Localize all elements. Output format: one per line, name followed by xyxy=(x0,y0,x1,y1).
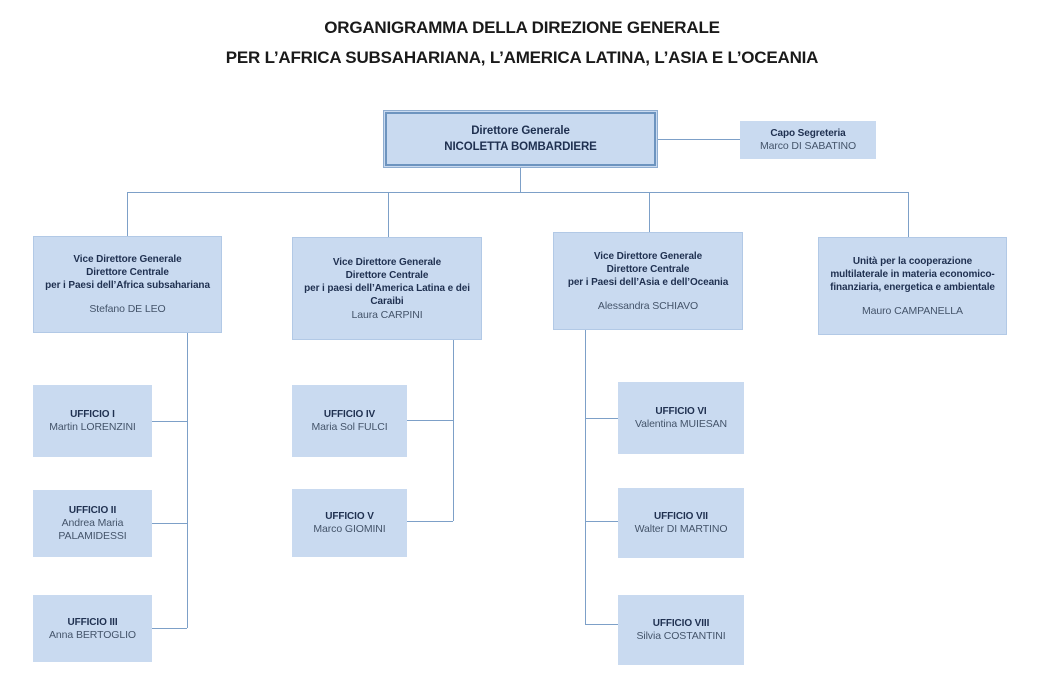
ufficio-label: UFFICIO VI xyxy=(655,406,707,417)
connector-capo-segreteria xyxy=(656,139,740,140)
person-name: Alessandra SCHIAVO xyxy=(597,299,699,312)
person-name: Anna BERTOGLIO xyxy=(49,628,136,641)
node-ufficio-4: UFFICIO IV Maria Sol FULCI xyxy=(292,385,407,457)
connector-rail xyxy=(127,192,908,193)
node-ufficio-3: UFFICIO III Anna BERTOGLIO xyxy=(33,595,152,662)
node-direttore-generale: Direttore Generale NICOLETTA BOMBARDIERE xyxy=(385,112,656,166)
connector-ufficio-6 xyxy=(585,418,618,419)
connector-ufficio-5 xyxy=(407,521,453,522)
person-name: NICOLETTA BOMBARDIERE xyxy=(444,141,597,153)
ufficio-label: UFFICIO VIII xyxy=(652,618,710,629)
ufficio-label: UFFICIO II xyxy=(68,505,117,516)
node-vice-africa: Vice Direttore Generale Direttore Centra… xyxy=(33,236,222,333)
person-name: Laura CARPINI xyxy=(351,308,423,321)
connector-drop-vice-3 xyxy=(649,192,650,232)
person-name: Walter DI MARTINO xyxy=(634,523,728,535)
person-name: Mauro CAMPANELLA xyxy=(862,304,963,317)
connector-col3-vertical xyxy=(585,330,586,624)
node-ufficio-6: UFFICIO VI Valentina MUIESAN xyxy=(618,382,744,454)
person-name: Silvia COSTANTINI xyxy=(636,630,726,642)
node-vice-asia-oceania: Vice Direttore Generale Direttore Centra… xyxy=(553,232,743,330)
node-ufficio-8: UFFICIO VIII Silvia COSTANTINI xyxy=(618,595,744,665)
ufficio-label: UFFICIO I xyxy=(70,409,115,420)
person-name: Andrea Maria PALAMIDESSI xyxy=(58,517,127,542)
connector-drop-vice-1 xyxy=(127,192,128,236)
connector-ufficio-7 xyxy=(585,521,618,522)
node-vice-america-latina: Vice Direttore Generale Direttore Centra… xyxy=(292,237,482,340)
person-name: Martin LORENZINI xyxy=(49,421,136,433)
connector-ufficio-8 xyxy=(585,624,618,625)
title-line-1: ORGANIGRAMMA DELLA DIREZIONE GENERALE xyxy=(324,18,720,37)
node-ufficio-5: UFFICIO V Marco GIOMINI xyxy=(292,489,407,557)
title-line-2: PER L’AFRICA SUBSAHARIANA, L’AMERICA LAT… xyxy=(225,48,819,67)
role-label: Direttore Generale xyxy=(471,125,570,137)
ufficio-label: UFFICIO III xyxy=(67,616,118,628)
connector-col1-vertical xyxy=(187,333,188,628)
role-label: Vice Direttore Generale Direttore Centra… xyxy=(304,256,470,307)
node-ufficio-2: UFFICIO II Andrea Maria PALAMIDESSI xyxy=(33,490,152,557)
role-label: Vice Direttore Generale Direttore Centra… xyxy=(45,254,210,291)
ufficio-label: UFFICIO IV xyxy=(323,409,376,420)
role-label: Capo Segreteria xyxy=(770,128,846,139)
person-name: Marco GIOMINI xyxy=(313,523,386,535)
connector-ufficio-4 xyxy=(407,420,453,421)
connector-drop-vice-2 xyxy=(388,192,389,237)
ufficio-label: UFFICIO V xyxy=(325,511,374,522)
connector-riser-top xyxy=(520,166,521,192)
person-name: Marco DI SABATINO xyxy=(759,140,857,152)
node-ufficio-7: UFFICIO VII Walter DI MARTINO xyxy=(618,488,744,558)
connector-col2-vertical xyxy=(453,340,454,521)
node-unita-cooperazione: Unità per la cooperazione multilaterale … xyxy=(818,237,1007,335)
ufficio-label: UFFICIO VII xyxy=(654,511,708,522)
page-title: ORGANIGRAMMA DELLA DIREZIONE GENERALE PE… xyxy=(0,13,1044,73)
role-label: Unità per la cooperazione multilaterale … xyxy=(830,255,995,293)
connector-drop-unita xyxy=(908,192,909,237)
connector-ufficio-2 xyxy=(152,523,187,524)
connector-ufficio-3 xyxy=(152,628,187,629)
person-name: Maria Sol FULCI xyxy=(311,421,388,433)
connector-ufficio-1 xyxy=(152,421,187,422)
person-name: Stefano DE LEO xyxy=(89,303,166,315)
person-name: Valentina MUIESAN xyxy=(634,418,728,430)
node-capo-segreteria: Capo Segreteria Marco DI SABATINO xyxy=(740,121,876,159)
node-ufficio-1: UFFICIO I Martin LORENZINI xyxy=(33,385,152,457)
role-label: Vice Direttore Generale Direttore Centra… xyxy=(567,250,729,288)
